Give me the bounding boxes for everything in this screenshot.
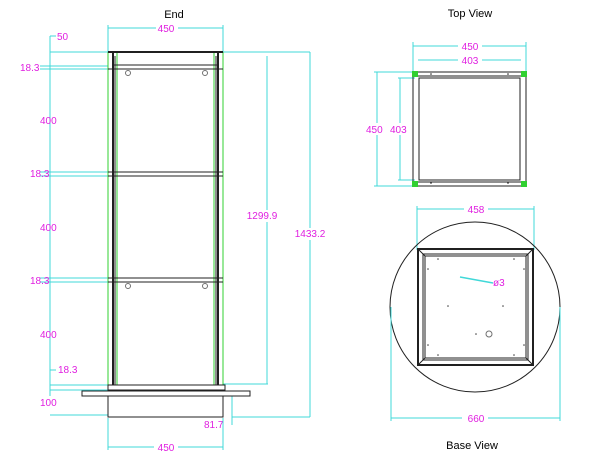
dim-inner-height: 1299.9 — [247, 211, 278, 222]
dim-bay-2: 400 — [40, 223, 57, 234]
dim-hole-diameter: ø3 — [493, 278, 505, 289]
corner-post — [521, 181, 527, 187]
leader-line — [459, 276, 494, 284]
hinge-pin — [202, 70, 208, 76]
base-plate — [81, 390, 251, 397]
base-view-title: Base View — [446, 440, 498, 452]
base-square — [417, 248, 534, 366]
dim-top-offset: 50 — [57, 32, 69, 43]
dim-shelf-2: 18.3 — [30, 169, 50, 180]
dim-shelf-3: 18.3 — [30, 276, 50, 287]
dim-bay-1: 400 — [40, 116, 57, 127]
dim-top-outer-depth: 450 — [366, 125, 383, 136]
corner-post — [521, 71, 527, 77]
corner-post — [412, 71, 418, 77]
mounting-holes — [427, 258, 525, 356]
top-view: Top View 450 403 450 403 — [364, 8, 527, 187]
end-view-title: End — [164, 9, 184, 21]
dim-plinth-height: 100 — [40, 398, 57, 409]
dim-shelf-1: 18.3 — [20, 63, 40, 74]
top-view-title: Top View — [448, 8, 492, 20]
hinge-pin — [125, 70, 131, 76]
dim-top-inner-width: 403 — [462, 56, 479, 67]
cabinet-frame — [81, 51, 251, 418]
plinth — [107, 395, 224, 418]
dim-top-outer-width: 450 — [462, 42, 479, 53]
corner-post — [412, 181, 418, 187]
dim-base-square-width: 458 — [468, 205, 485, 216]
dim-bay-3: 400 — [40, 330, 57, 341]
cable-hole — [485, 330, 493, 338]
dim-shelf-4: 18.3 — [58, 365, 78, 376]
dim-top-width: 450 — [158, 24, 175, 35]
dim-top-inner-depth: 403 — [390, 125, 407, 136]
dim-base-circle-diameter: 660 — [468, 414, 485, 425]
base-view: 458 ø3 660 Base View — [389, 203, 561, 452]
end-view: End 450 50 18.3 400 18.3 400 18.3 400 18… — [20, 9, 328, 454]
dim-base-width: 450 — [158, 443, 175, 454]
dim-total-height: 1433.2 — [295, 229, 326, 240]
top-outline — [412, 71, 527, 187]
dim-plinth-offset: 81.7 — [204, 420, 224, 431]
